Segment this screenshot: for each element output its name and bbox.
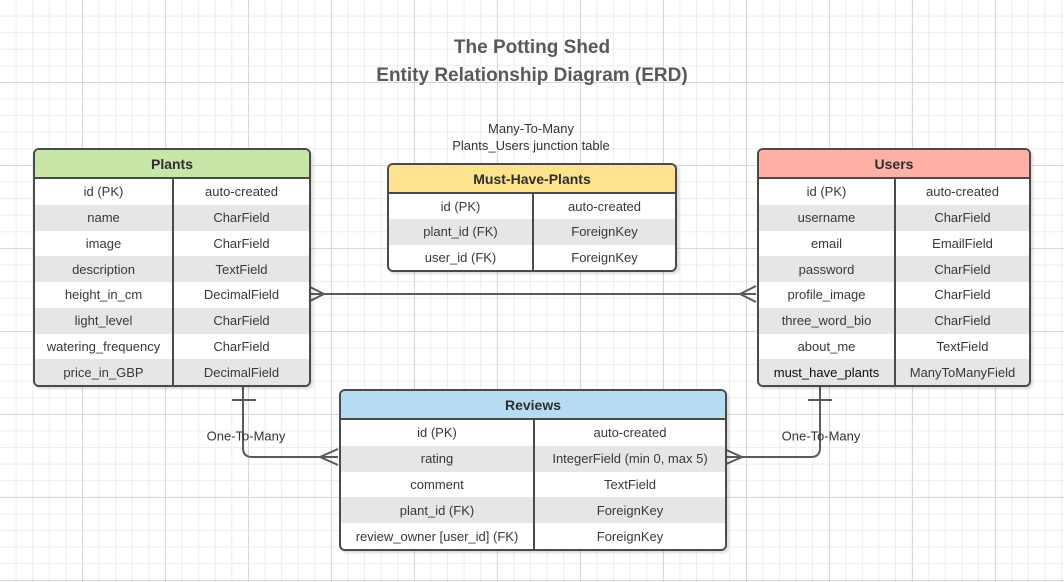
plants-reviews-connector[interactable]: [232, 384, 339, 466]
junction-note: Many-To-Many Plants_Users junction table: [452, 120, 610, 154]
field-name: id (PK): [440, 199, 481, 215]
field-type: auto-created: [532, 194, 675, 220]
table-row: profile_image CharField: [759, 282, 1029, 308]
field-name: id (PK): [417, 425, 457, 441]
field-name: id (PK): [806, 184, 847, 200]
field-type: CharField: [894, 204, 1029, 231]
field-type: DecimalField: [172, 282, 309, 308]
field-name: three_word_bio: [781, 313, 872, 329]
field-name: about_me: [797, 338, 856, 354]
entity-table-users[interactable]: Users id (PK) auto-created username Char…: [757, 148, 1031, 387]
field-type: ForeignKey: [532, 219, 675, 245]
field-type: CharField: [894, 256, 1029, 282]
table-row: name CharField: [35, 204, 309, 231]
field-type: CharField: [894, 307, 1029, 334]
entity-table-reviews[interactable]: Reviews id (PK) auto-created rating Inte…: [339, 389, 727, 551]
field-type: TextField: [533, 471, 725, 498]
diagram-title-line2: Entity Relationship Diagram (ERD): [376, 65, 688, 86]
field-name: description: [72, 261, 135, 277]
field-name: price_in_GBP: [63, 364, 144, 380]
field-type: ForeignKey: [532, 244, 675, 270]
field-type: CharField: [172, 333, 309, 360]
table-title-plants: Plants: [35, 150, 309, 179]
entity-table-plants[interactable]: Plants id (PK) auto-created name CharFie…: [33, 148, 311, 387]
table-row: plant_id (FK) ForeignKey: [341, 497, 725, 524]
field-name: light_level: [74, 313, 133, 329]
field-type: CharField: [172, 230, 309, 257]
table-row: id (PK) auto-created: [341, 420, 725, 446]
field-name: username: [797, 210, 856, 226]
table-row: rating IntegerField (min 0, max 5): [341, 445, 725, 472]
table-row: id (PK) auto-created: [35, 179, 309, 205]
table-title-users: Users: [759, 150, 1029, 179]
field-name: name: [87, 210, 120, 226]
field-type: ForeignKey: [533, 523, 725, 549]
field-name: id (PK): [83, 184, 124, 200]
junction-note-line2: Plants_Users junction table: [452, 138, 610, 153]
diagram-title: The Potting Shed Entity Relationship Dia…: [0, 34, 1064, 90]
table-row: review_owner [user_id] (FK) ForeignKey: [341, 523, 725, 549]
table-row: watering_frequency CharField: [35, 333, 309, 360]
users-reviews-connector[interactable]: [723, 384, 832, 466]
table-title-reviews: Reviews: [341, 391, 725, 420]
field-type: TextField: [172, 256, 309, 282]
field-name: profile_image: [787, 287, 866, 303]
field-name: height_in_cm: [64, 287, 143, 303]
relationship-label-users-reviews: One-To-Many: [781, 428, 861, 444]
field-name: image: [85, 235, 122, 251]
field-type: DecimalField: [172, 359, 309, 385]
table-row: three_word_bio CharField: [759, 307, 1029, 334]
field-type: auto-created: [894, 179, 1029, 205]
field-name: plant_id (FK): [423, 224, 498, 240]
field-name: must_have_plants: [773, 364, 880, 380]
field-name: email: [810, 235, 843, 251]
table-row: password CharField: [759, 256, 1029, 282]
table-row: email EmailField: [759, 230, 1029, 257]
field-name: password: [798, 261, 855, 277]
table-row: light_level CharField: [35, 307, 309, 334]
field-type: TextField: [894, 333, 1029, 360]
field-name: review_owner [user_id] (FK): [355, 528, 519, 544]
diagram-title-line1: The Potting Shed: [453, 37, 611, 58]
many-to-many-connector[interactable]: [307, 285, 757, 303]
field-type: ManyToManyField: [894, 359, 1029, 385]
field-type: CharField: [172, 307, 309, 334]
entity-table-must-have-plants[interactable]: Must-Have-Plants id (PK) auto-created pl…: [387, 163, 677, 272]
field-name: watering_frequency: [46, 338, 161, 354]
table-row: id (PK) auto-created: [389, 194, 675, 220]
relationship-label-plants-reviews: One-To-Many: [206, 428, 286, 444]
field-type: CharField: [172, 204, 309, 231]
table-row: user_id (FK) ForeignKey: [389, 244, 675, 270]
field-type: EmailField: [894, 230, 1029, 257]
field-type: IntegerField (min 0, max 5): [533, 445, 725, 472]
junction-note-line1: Many-To-Many: [488, 121, 574, 136]
table-row: description TextField: [35, 256, 309, 282]
table-row: plant_id (FK) ForeignKey: [389, 219, 675, 245]
field-name: rating: [420, 451, 454, 467]
field-type: ForeignKey: [533, 497, 725, 524]
field-name: user_id (FK): [424, 249, 497, 265]
field-name: comment: [410, 476, 464, 492]
table-row: must_have_plants ManyToManyField: [759, 359, 1029, 385]
table-row: id (PK) auto-created: [759, 179, 1029, 205]
table-row: height_in_cm DecimalField: [35, 282, 309, 308]
field-type: auto-created: [533, 420, 725, 446]
table-row: comment TextField: [341, 471, 725, 498]
table-row: image CharField: [35, 230, 309, 257]
field-name: plant_id (FK): [399, 502, 475, 518]
field-type: auto-created: [172, 179, 309, 205]
table-row: about_me TextField: [759, 333, 1029, 360]
table-row: username CharField: [759, 204, 1029, 231]
table-title-must-have-plants: Must-Have-Plants: [389, 165, 675, 194]
table-row: price_in_GBP DecimalField: [35, 359, 309, 385]
field-type: CharField: [894, 282, 1029, 308]
